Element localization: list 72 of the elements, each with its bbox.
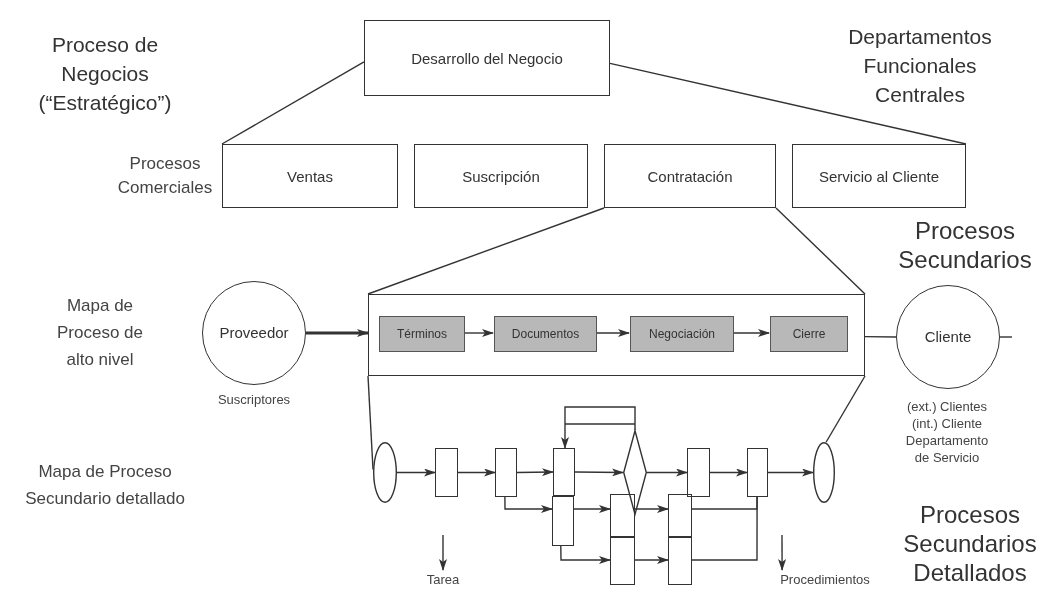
- arrow: [573, 505, 611, 514]
- arrow: [504, 496, 553, 513]
- process-box: [792, 144, 966, 208]
- node-caption: Suscriptores: [216, 391, 292, 409]
- section-label: Mapa de Proceso Secundario detallado: [25, 461, 185, 510]
- process-step-box: [379, 316, 465, 352]
- task-box: [747, 448, 768, 497]
- task-box: [668, 494, 692, 537]
- terminal-ellipse: [813, 442, 835, 503]
- task-box: [687, 448, 710, 497]
- process-box: [414, 144, 588, 208]
- process-step-box: [770, 316, 848, 352]
- connector-line: [864, 335, 897, 338]
- arrow: [560, 545, 611, 565]
- node-label: Cliente: [924, 326, 972, 347]
- task-box: [610, 537, 635, 585]
- node-label: Negociación: [648, 326, 715, 343]
- section-label: Mapa de Proceso de alto nivel: [56, 295, 144, 371]
- node-label: Procedimientos: [760, 570, 890, 590]
- arrow: [732, 329, 770, 337]
- arrow: [634, 505, 669, 514]
- connector-line: [609, 62, 967, 145]
- node-label: Tarea: [418, 570, 468, 590]
- connector-line: [221, 61, 365, 145]
- connector-line: [691, 496, 758, 561]
- arrow: [306, 329, 369, 338]
- arrow: [595, 329, 630, 337]
- connector-line: [825, 375, 866, 443]
- node-label: Desarrollo del Negocio: [411, 48, 563, 69]
- task-box: [435, 448, 458, 497]
- process-box: [364, 20, 610, 96]
- connector-line: [367, 207, 605, 295]
- arrow: [767, 468, 814, 477]
- arrow: [457, 468, 496, 477]
- section-label: Procesos Comerciales: [116, 153, 214, 199]
- task-box: [668, 537, 692, 585]
- node-label: Suscripción: [462, 166, 540, 187]
- arrow: [516, 468, 554, 477]
- arrow: [561, 406, 636, 449]
- node-label: Términos: [397, 326, 447, 343]
- arrow: [574, 468, 624, 477]
- arrow: [646, 468, 688, 477]
- subprocess-panel: [368, 294, 865, 376]
- decision-diamond: [623, 430, 647, 515]
- node-label: Cierre: [792, 326, 826, 343]
- node-label: Contratación: [647, 166, 733, 187]
- task-box: [495, 448, 517, 497]
- task-box: [610, 494, 635, 537]
- arrow: [778, 534, 787, 571]
- process-step-box: [494, 316, 597, 352]
- section-label: Proceso de Negocios (“Estratégico”): [37, 32, 173, 116]
- process-step-box: [630, 316, 734, 352]
- connector-line: [367, 375, 374, 471]
- node-label: Servicio al Cliente: [818, 166, 940, 187]
- task-box: [553, 448, 575, 496]
- arrow: [709, 468, 748, 477]
- node-label: Proveedor: [219, 322, 289, 343]
- arrow: [634, 556, 669, 565]
- section-label: Departamentos Funcionales Centrales: [847, 24, 993, 108]
- process-box: [222, 144, 398, 208]
- node-caption: (ext.) Clientes (int.) Cliente Departamento de Servicio: [904, 398, 990, 466]
- arrow: [396, 468, 436, 477]
- node-label: Documentos: [511, 326, 580, 343]
- section-label: Procesos Secundarios Detallados: [902, 500, 1038, 587]
- arrow: [439, 534, 447, 571]
- arrow: [463, 329, 494, 337]
- section-label: Procesos Secundarios: [897, 216, 1033, 274]
- connector-line: [775, 207, 866, 295]
- terminal-ellipse: [373, 442, 397, 503]
- node-label: Ventas: [287, 166, 333, 187]
- task-box: [552, 496, 574, 546]
- process-box: [604, 144, 776, 208]
